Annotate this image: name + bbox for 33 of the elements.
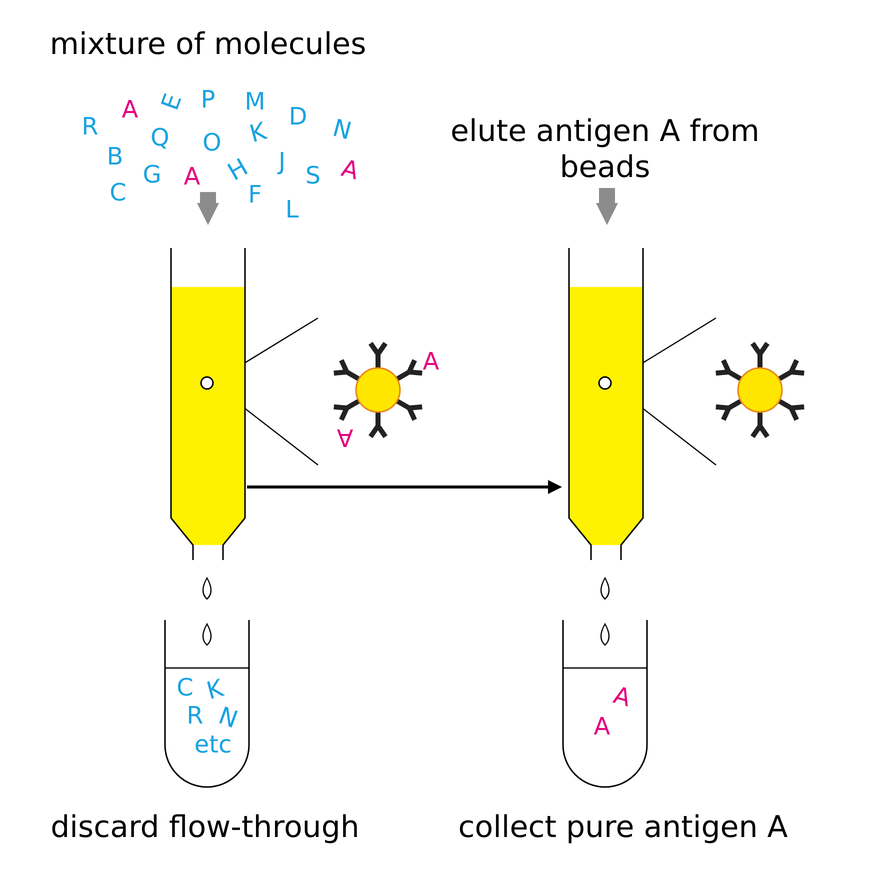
step-label: elute antigen A from beads — [405, 114, 805, 186]
molecule-letter: B — [106, 142, 124, 172]
molecule-letter: C — [110, 178, 126, 208]
chromatography-column — [568, 248, 644, 561]
molecule-letter: O — [202, 128, 222, 158]
molecule-letter: A — [122, 96, 138, 124]
molecule-letter: L — [285, 196, 299, 224]
molecule-letter: P — [200, 86, 216, 114]
molecule-letter: G — [142, 160, 162, 190]
molecule-letter: J — [278, 148, 286, 176]
molecule-letter: E — [156, 90, 188, 114]
molecule-letter: A — [184, 162, 200, 192]
caption-text: discard flow-through — [50, 810, 360, 846]
molecule-letter: A — [610, 680, 634, 714]
molecule-letter: A — [338, 154, 362, 186]
molecule-letter: Q — [150, 124, 170, 152]
molecule-letter: R — [186, 702, 204, 730]
arrow — [596, 188, 618, 225]
molecule-letter: M — [244, 88, 266, 116]
molecule-letter: A — [594, 712, 610, 742]
molecule-letter: K — [246, 117, 270, 149]
arrow — [247, 480, 562, 494]
molecule-letter: N — [330, 114, 354, 146]
molecule-letter: A — [336, 422, 354, 452]
step-label: mixture of molecules — [8, 27, 408, 63]
chromatography-column — [170, 248, 246, 561]
molecule-letter: A — [422, 348, 440, 376]
molecule-letter: C — [176, 674, 194, 702]
molecule-letter: R — [82, 112, 98, 142]
molecule-letter: D — [288, 102, 308, 132]
arrow — [197, 192, 219, 225]
molecule-letter: S — [305, 162, 321, 190]
caption-text: collect pure antigen A — [458, 810, 788, 846]
